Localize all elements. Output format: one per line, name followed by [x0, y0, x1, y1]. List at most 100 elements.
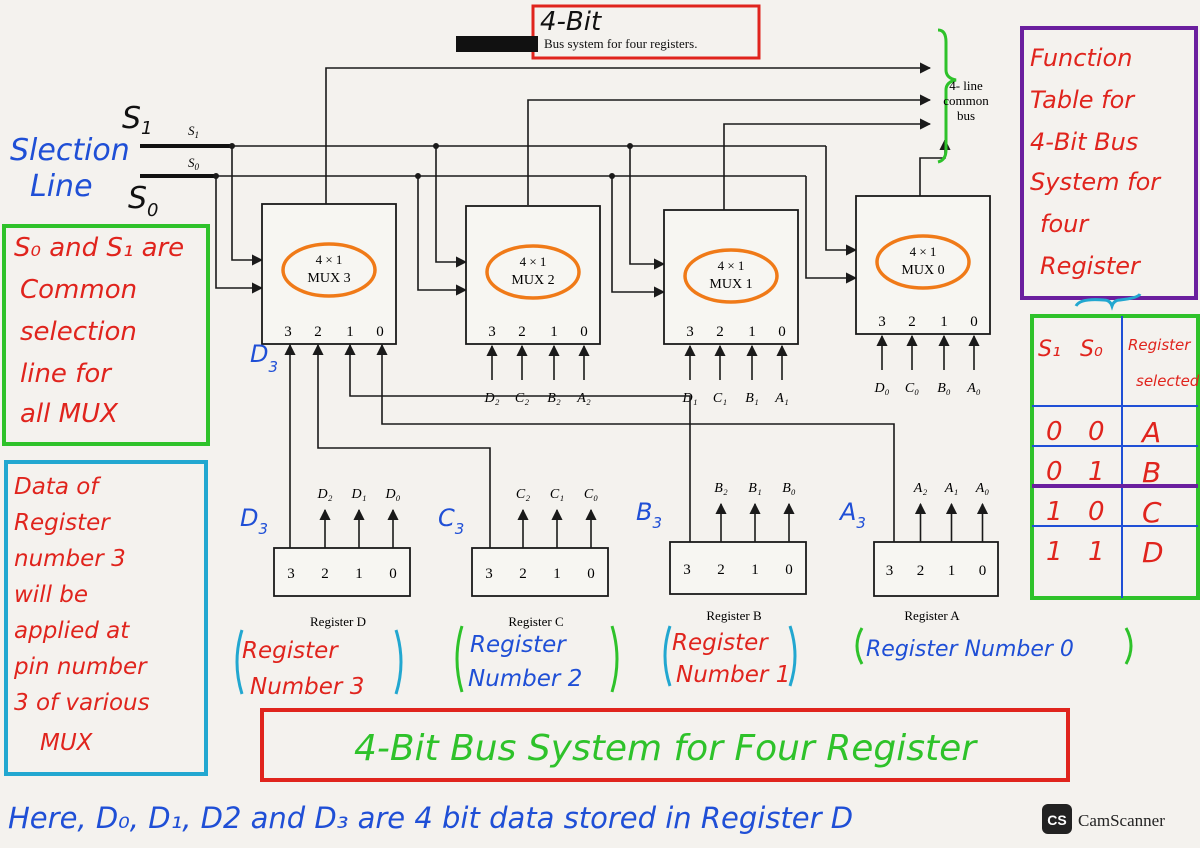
register3-note-line: pin number	[13, 654, 148, 680]
register-name: Register C	[508, 614, 563, 629]
s0-big-label: S0	[128, 181, 159, 221]
register-bit-label: 1	[553, 566, 561, 582]
register-output-label: B₀	[782, 481, 796, 496]
title-caption: Bus system for four registers.	[544, 36, 697, 51]
register-note-line: Number 2	[468, 666, 582, 692]
register-box	[669, 541, 807, 595]
mux-highlight-ring	[281, 242, 377, 298]
table-cell-s1: 0	[1046, 417, 1063, 447]
table-cell-register: A	[1140, 416, 1161, 449]
register-note-line: Register	[242, 638, 339, 664]
register3-note-line: will be	[14, 582, 88, 608]
camscanner-text: CamScanner	[1078, 811, 1165, 830]
register-output-label: C₂	[516, 487, 530, 502]
register-output-label: D₁	[351, 487, 367, 502]
table-col-s0: S₀	[1080, 337, 1103, 362]
note-bracket-right	[610, 625, 619, 693]
table-cell-register: B	[1142, 456, 1161, 489]
mux-input-label: A₁	[774, 391, 788, 406]
mux-highlight-ring	[875, 234, 971, 290]
function-table-heading-line: Register	[1040, 252, 1142, 280]
register-box	[471, 547, 609, 597]
mux-pin-label: 3	[284, 324, 292, 340]
mux-input-label: D₂	[484, 391, 500, 406]
mux-input-label: B₀	[937, 381, 951, 396]
mux-pin-label: 2	[908, 314, 916, 330]
register-name: Register D	[310, 614, 366, 629]
mux-pin-label: 2	[518, 324, 526, 340]
mux-pin-label: 2	[716, 324, 724, 340]
register-bit-label: 1	[355, 566, 363, 582]
big-title-box	[260, 708, 1070, 782]
s0-small-label: S0	[188, 155, 200, 172]
table-cell-s1: 1	[1046, 497, 1063, 527]
register-box	[873, 541, 999, 597]
register-bit-label: 3	[287, 566, 295, 582]
register-note-line: Number 3	[250, 674, 364, 700]
register-output-label: D₂	[317, 487, 333, 502]
register-output-label: A₀	[975, 481, 990, 496]
register-bit-label: 1	[751, 562, 759, 578]
mux-size-label: 4 × 1	[520, 254, 547, 269]
table-col-register: selected	[1136, 372, 1200, 390]
mux-input-label: B₁	[745, 391, 758, 406]
redaction-bar	[456, 36, 538, 52]
table-col-register: Register	[1128, 336, 1191, 354]
register-output-label: A₂	[913, 481, 928, 496]
register-bit-label: 1	[948, 563, 956, 579]
table-cell-s1: 1	[1046, 537, 1063, 567]
register-bit-label: 3	[485, 566, 493, 582]
mux-pin-label: 0	[970, 314, 978, 330]
register-name: Register B	[706, 608, 762, 623]
register-output-label: B₁	[748, 481, 761, 496]
common-select-note-line: S₀ and S₁ are	[14, 233, 184, 263]
table-cell-s0: 0	[1088, 417, 1105, 447]
common-select-note-line: selection	[20, 317, 137, 347]
register-output-label: D₀	[385, 487, 401, 502]
register-bit-label: 2	[717, 562, 725, 578]
mux-pin-label: 3	[488, 324, 496, 340]
register-box	[273, 547, 411, 597]
register3-note: Data of Register number 3 will be applie…	[13, 474, 150, 756]
function-table-heading-line: four	[1040, 210, 1090, 238]
mux-size-label: 4 × 1	[910, 244, 937, 259]
register-output-label: C₁	[550, 487, 564, 502]
register-bit-label: 3	[683, 562, 691, 578]
s1-small-label: S1	[188, 123, 199, 140]
note-bracket-left	[235, 629, 244, 695]
mux-name-label: MUX 0	[901, 263, 944, 278]
register-output-label: C₀	[584, 487, 598, 502]
register3-note-line: 3 of various	[14, 690, 150, 716]
mux-input-label: D₀	[874, 381, 890, 396]
register-note-line: Register	[672, 630, 769, 656]
register3-note-line: applied at	[14, 618, 130, 644]
table-cell-register: D	[1142, 536, 1164, 569]
register-bit-label: 0	[785, 562, 793, 578]
function-table-heading-line: Function	[1030, 44, 1132, 72]
register-note: Register Number 0	[855, 627, 1133, 665]
mux-highlight-ring	[683, 248, 779, 304]
register-bit-label: 2	[519, 566, 527, 582]
mux-pin-label: 0	[376, 324, 384, 340]
register-note-line: Register	[470, 632, 567, 658]
note-bracket-left	[663, 625, 672, 687]
s1-big-label: S1	[122, 101, 153, 139]
mux-pin-label: 3	[878, 314, 886, 330]
camscanner-logo	[1042, 804, 1072, 834]
mux-size-label: 4 × 1	[316, 252, 343, 267]
title-heading: 4-Bit	[540, 7, 602, 37]
register3-note-line: Register	[14, 510, 111, 536]
mux-pin-label: 3	[686, 324, 694, 340]
mux-highlight-ring	[485, 244, 581, 300]
register3-note-box	[4, 460, 208, 776]
